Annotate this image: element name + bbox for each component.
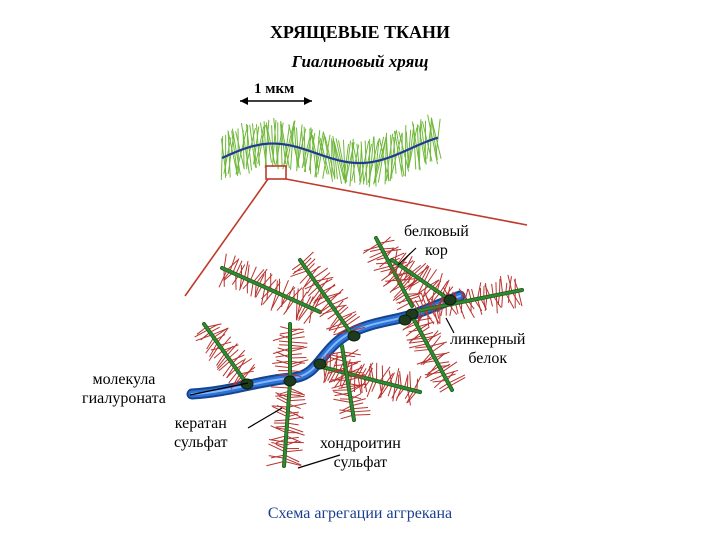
diagram-caption: Схема агрегации аггрекана	[267, 505, 453, 522]
protein-core	[202, 322, 249, 386]
page-subtitle: Гиалиновый хрящ	[291, 52, 429, 71]
glycosaminoglycan-chains	[326, 349, 371, 420]
scale-label: 1 мкм	[254, 81, 295, 97]
link-protein	[443, 294, 457, 306]
overview-axis	[221, 136, 439, 165]
scale-arrow	[240, 97, 312, 105]
protein-core	[298, 258, 355, 338]
proteoglycan-monomer	[194, 322, 256, 390]
zoom-indicator	[184, 165, 528, 297]
page-title: ХРЯЩЕВЫЕ ТКАНИ	[269, 22, 451, 42]
link-protein	[283, 375, 297, 387]
protein-core	[410, 314, 454, 392]
protein-core	[220, 266, 322, 314]
proteoglycan-monomer	[387, 249, 454, 313]
protein-core	[374, 236, 414, 308]
protein-core	[410, 288, 524, 314]
proteoglycan-monomer	[402, 310, 466, 393]
proteoglycan-monomer	[272, 322, 309, 382]
protein-core	[282, 380, 292, 468]
aggrecan-overview	[220, 114, 442, 188]
overview-bristles	[220, 114, 442, 188]
glycosaminoglycan-chains	[194, 323, 256, 390]
aggrecan-detail	[186, 236, 524, 468]
link-protein	[313, 358, 327, 370]
link-protein	[347, 330, 361, 342]
glycosaminoglycan-chains	[272, 326, 309, 378]
proteoglycan-monomer	[218, 253, 322, 324]
leader-lines	[189, 247, 455, 469]
protein-core	[340, 344, 356, 422]
proteoglycan-monomer	[266, 380, 307, 468]
proteoglycan-monomer	[326, 344, 371, 422]
proteoglycan-monomer	[290, 251, 366, 338]
glycosaminoglycan-chains	[402, 310, 466, 393]
glycosaminoglycan-chains	[290, 251, 366, 336]
link-protein	[398, 314, 412, 326]
glycosaminoglycan-chains	[266, 386, 307, 467]
protein-core	[390, 258, 452, 302]
protein-core	[316, 364, 422, 394]
